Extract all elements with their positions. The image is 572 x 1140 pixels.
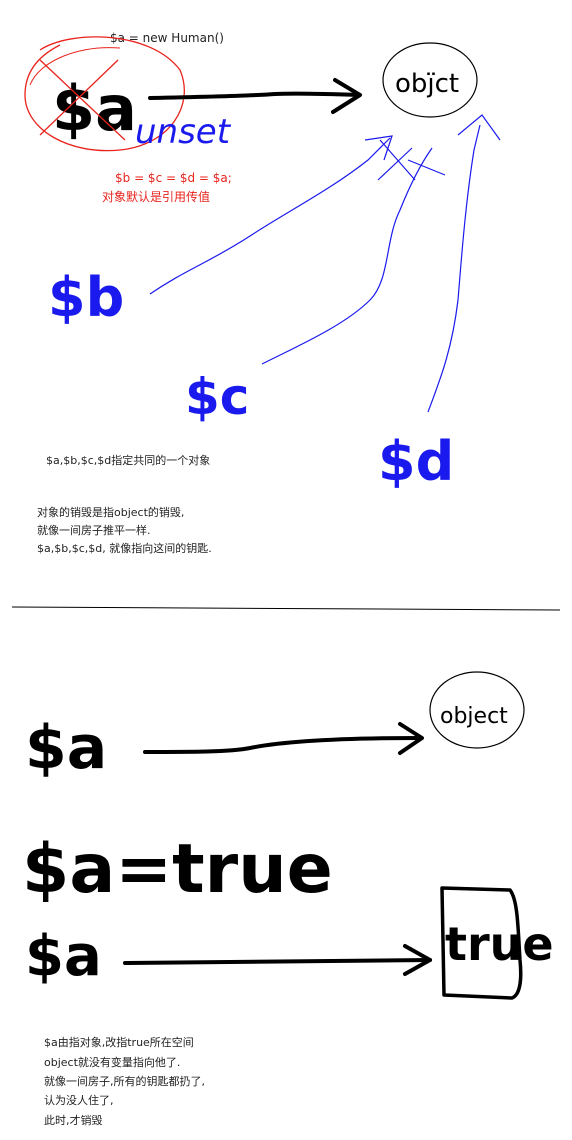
bottom-arrow-a-head	[398, 722, 424, 755]
destroy-note-line-2: 就像一间房子推平一样.	[37, 523, 151, 537]
destroy-note-line-3: $a,$b,$c,$d, 就像指向这间的钥匙.	[37, 541, 212, 555]
shared-note: $a,$b,$c,$d指定共同的一个对象	[46, 453, 210, 467]
true-box	[440, 886, 523, 1000]
arrow-d-head	[457, 114, 501, 141]
red-circle-scribble	[24, 36, 185, 152]
code-new-human: $a = new Human()	[110, 31, 224, 45]
top-object-label: obj̈ct	[395, 69, 459, 99]
arrow-d-to-object	[427, 124, 481, 413]
top-object-ellipse	[382, 42, 478, 118]
var-b: $b	[48, 266, 124, 329]
summary-note-line-1: $a由指对象,改指true所在空间	[44, 1035, 194, 1049]
summary-note-line-4: 认为没人住了,	[44, 1093, 114, 1107]
unset-label: unset	[135, 112, 232, 152]
assign-note: 对象默认是引用传值	[102, 189, 210, 204]
bottom-arrow-true-head	[403, 944, 432, 976]
top-arrow-a-to-object	[148, 91, 360, 100]
section-divider	[11, 606, 561, 611]
bottom-arrow-a-to-true	[123, 958, 432, 965]
summary-note-line-3: 就像一间房子,所有的钥匙都扔了,	[44, 1074, 205, 1088]
summary-note-line-2: object就没有变量指向他了.	[44, 1055, 180, 1069]
bottom-var-a-2: $a	[25, 924, 102, 989]
assign-true-label: $a=true	[22, 830, 333, 909]
arrow-c-head	[377, 139, 446, 181]
destroy-note-line-1: 对象的销毁是指object的销毁,	[37, 505, 184, 519]
red-circle-scribble-inner	[29, 47, 121, 86]
bottom-object-label: object	[440, 704, 508, 729]
red-cross-1	[39, 59, 126, 141]
arrow-b-to-object	[149, 137, 391, 295]
top-arrow-a-head	[331, 78, 362, 114]
bottom-arrow-a-to-object	[143, 736, 422, 754]
arrow-b-head	[364, 135, 393, 161]
var-d: $d	[378, 430, 454, 493]
bottom-object-ellipse	[429, 671, 525, 749]
var-c: $c	[185, 368, 249, 426]
summary-note-line-5: 此时,才销毁	[44, 1113, 103, 1127]
arrow-c-to-object	[261, 147, 433, 365]
assign-code: $b = $c = $d = $a;	[115, 171, 232, 185]
true-box-label: true	[445, 917, 554, 971]
red-cross-2	[39, 59, 119, 136]
bottom-var-a: $a	[25, 713, 107, 783]
